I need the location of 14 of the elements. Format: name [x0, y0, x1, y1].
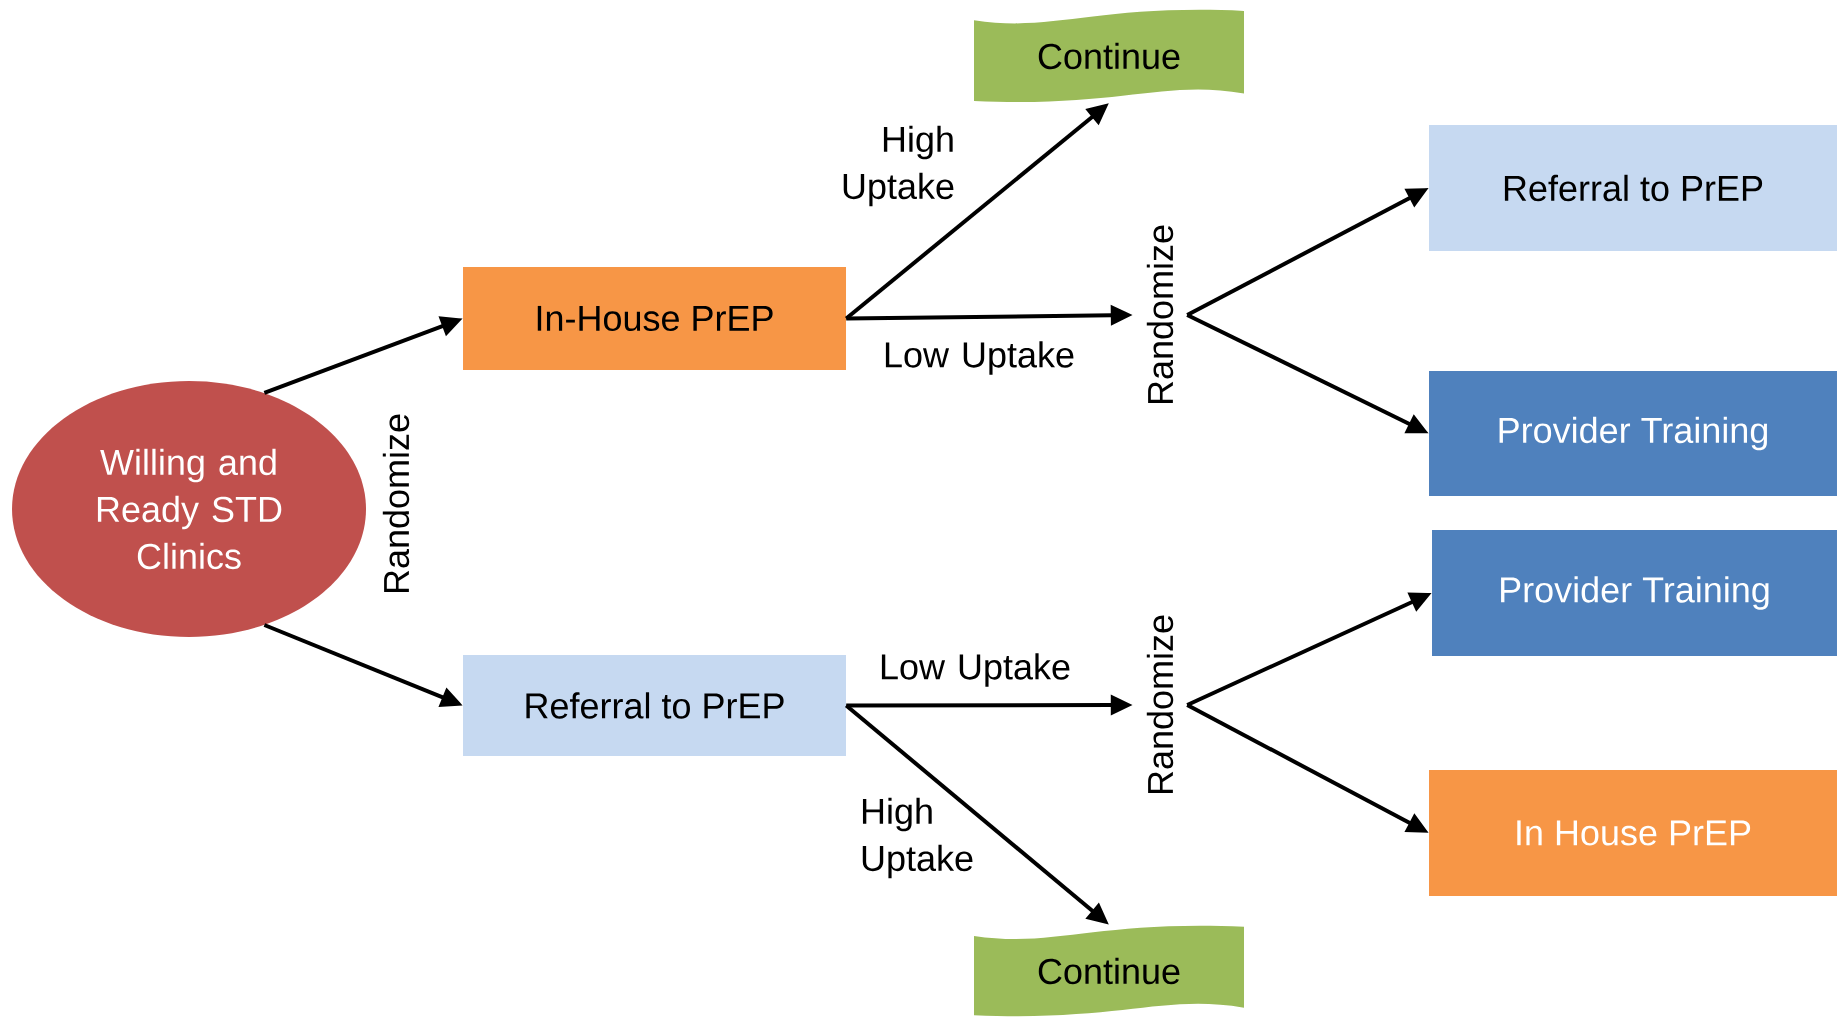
process-box: In-House PrEP [463, 267, 846, 370]
process-box: Provider Training [1432, 530, 1837, 656]
process-box: Provider Training [1429, 371, 1837, 496]
randomize-text: Randomize [1146, 615, 1174, 794]
rotated-label: Randomize [382, 414, 410, 593]
edge-label: High Uptake [862, 797, 973, 879]
process-box: Referral to PrEP [463, 655, 846, 756]
process-box: Referral to PrEP [1429, 125, 1837, 251]
edge-label: Low Uptake [885, 341, 1074, 375]
edge-label: Low Uptake [881, 653, 1070, 687]
ellipse-node: Willing and Ready STD Clinics [12, 381, 366, 637]
process-box: In House PrEP [1429, 770, 1837, 896]
edge-label: High Uptake [843, 125, 954, 207]
randomize-text: Randomize [1146, 225, 1174, 404]
